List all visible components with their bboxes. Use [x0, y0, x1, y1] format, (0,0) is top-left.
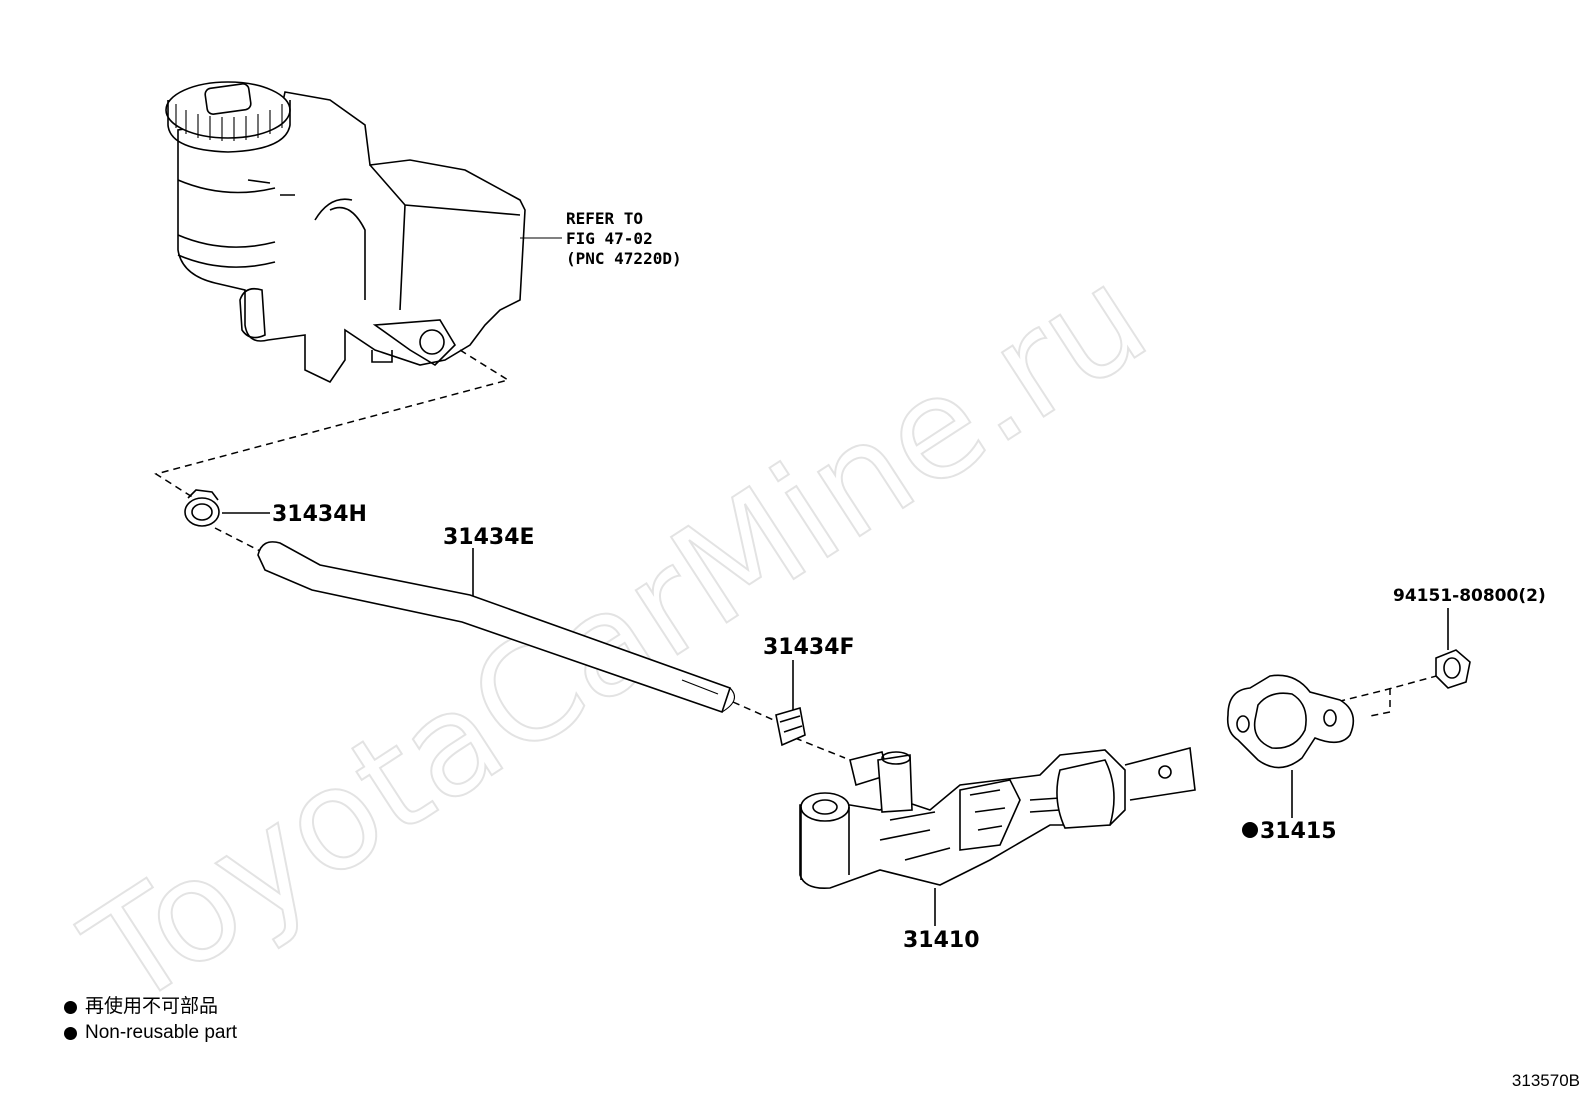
- bullet-icon: [64, 1000, 77, 1014]
- part-label-94151-80800: 94151-80800(2): [1393, 586, 1546, 606]
- part-label-31410: 31410: [903, 928, 980, 953]
- watermark: ToyotaCarMine.ru: [59, 236, 1174, 1039]
- hose-illustration: [257, 541, 736, 714]
- legend-row-jp: 再使用不可部品: [64, 994, 237, 1020]
- reference-line-1: REFER TO: [566, 209, 643, 228]
- bullet-icon: [64, 1026, 77, 1040]
- legend-row-en: Non-reusable part: [64, 1020, 237, 1046]
- clutch-master-cylinder-illustration: [799, 746, 1196, 890]
- legend: 再使用不可部品 Non-reusable part: [64, 994, 237, 1046]
- nut-illustration: [1435, 649, 1471, 689]
- clip-illustration: [775, 706, 806, 747]
- part-label-31434H: 31434H: [272, 502, 367, 527]
- reference-line-3: (PNC 47220D): [566, 249, 682, 268]
- reference-line-2: FIG 47-02: [566, 229, 653, 248]
- connection-line: [154, 349, 510, 501]
- part-label-31434F: 31434F: [763, 635, 855, 660]
- part-label-31434E: 31434E: [443, 525, 535, 550]
- brake-reservoir-illustration: [165, 81, 526, 384]
- hose-clamp-illustration: [184, 489, 220, 527]
- figure-code: 313570B: [1511, 1071, 1580, 1090]
- part-label-31415: 31415: [1260, 819, 1337, 844]
- legend-text-jp: 再使用不可部品: [85, 996, 219, 1017]
- legend-text-en: Non-reusable part: [85, 1022, 238, 1043]
- non-reusable-marker: [1242, 822, 1258, 838]
- gasket-illustration: [1226, 674, 1355, 769]
